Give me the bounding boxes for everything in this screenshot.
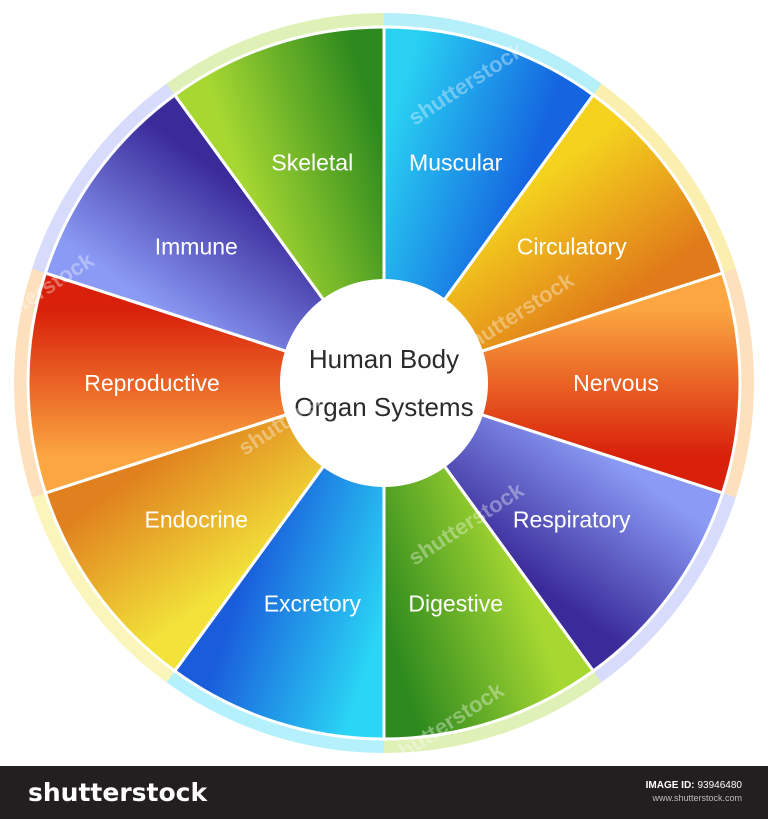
segment-nervous <box>379 271 742 495</box>
segment-label-circulatory: Circulatory <box>517 234 627 260</box>
site-url: www.shutterstock.com <box>652 793 742 803</box>
segment-label-nervous: Nervous <box>573 370 659 396</box>
center-title-line2: Organ Systems <box>294 392 473 422</box>
footer-bar: shutterstock IMAGE ID:93946480 www.shutt… <box>0 766 768 819</box>
segment-label-reproductive: Reproductive <box>84 370 220 396</box>
image-id: IMAGE ID:93946480 <box>646 779 742 792</box>
wheel-diagram: MuscularCirculatoryNervousRespiratoryDig… <box>0 13 755 766</box>
segment-label-excretory: Excretory <box>264 591 362 617</box>
segment-label-skeletal: Skeletal <box>271 149 353 175</box>
segment-respiratory <box>380 380 725 674</box>
segment-endocrine <box>43 380 388 674</box>
shutterstock-logo: shutterstock <box>28 778 208 807</box>
segment-immune <box>43 92 388 386</box>
image-meta: IMAGE ID:93946480 www.shutterstock.com <box>646 779 742 805</box>
watermark-text: shutterstock <box>0 687 119 766</box>
segment-label-endocrine: Endocrine <box>145 506 249 532</box>
segment-reproductive <box>26 271 389 495</box>
segment-label-immune: Immune <box>155 234 238 260</box>
center-circle <box>280 279 488 487</box>
segment-label-muscular: Muscular <box>409 149 503 175</box>
segment-label-digestive: Digestive <box>408 591 503 617</box>
center-title-line1: Human Body <box>309 344 459 374</box>
image-id-label: IMAGE ID: <box>645 780 695 791</box>
image-id-value: 93946480 <box>697 780 743 791</box>
segment-circulatory <box>380 92 725 386</box>
segment-label-respiratory: Respiratory <box>513 506 631 532</box>
